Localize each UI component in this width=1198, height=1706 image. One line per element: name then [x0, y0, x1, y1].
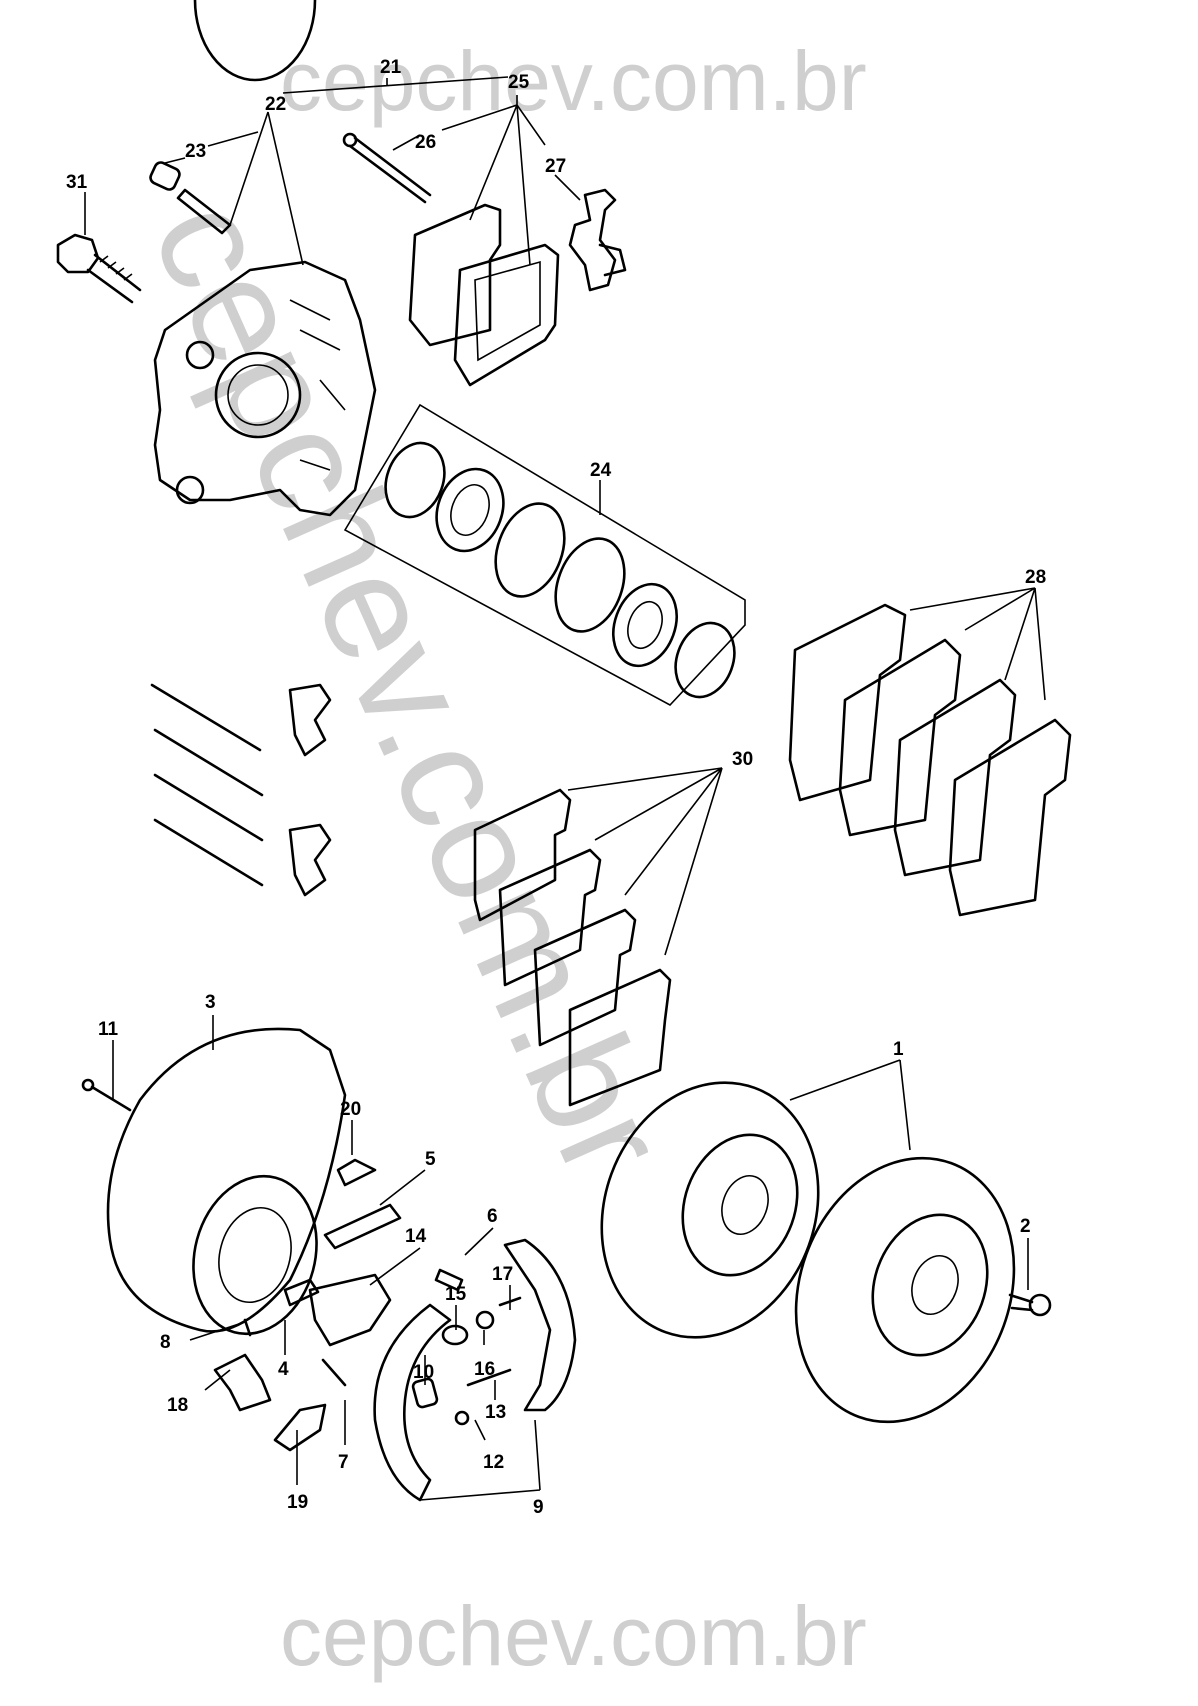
callout-21: 21 [380, 57, 402, 78]
bleeder-screw [176, 188, 232, 235]
cotter-pin [81, 1078, 132, 1112]
bleeder-cap [149, 161, 181, 191]
shim-set [473, 788, 672, 1107]
callout-16: 16 [474, 1359, 495, 1380]
backing-plate [106, 0, 347, 1336]
pin-and-spring-kit [150, 683, 332, 897]
parking-brake-shoe-right [503, 1238, 577, 1412]
callout-7: 7 [338, 1452, 349, 1473]
parking-brake-shoe-left [373, 1303, 452, 1502]
callout-23: 23 [185, 141, 206, 162]
callout-25: 25 [508, 72, 530, 93]
callout-2: 2 [1020, 1216, 1031, 1237]
watermark-top: cepchev.com.br [280, 34, 867, 128]
guide-pin [342, 132, 432, 204]
brake-pad-outer [408, 203, 502, 347]
callout-6: 6 [487, 1206, 498, 1227]
callouts: 21 22 25 23 26 27 31 24 28 30 3 11 1 20 … [66, 57, 1046, 1518]
brake-disc-rear [794, 1156, 1016, 1424]
brake-pad-inner [453, 243, 560, 387]
callout-24: 24 [590, 460, 612, 481]
callout-13: 13 [485, 1402, 506, 1423]
callout-3: 3 [205, 992, 216, 1013]
callout-5: 5 [425, 1149, 436, 1170]
small-hardware [213, 1158, 522, 1452]
pad-set [788, 603, 1072, 917]
watermark-bottom: cepchev.com.br [280, 1589, 867, 1683]
callout-31: 31 [66, 172, 88, 193]
caliper-bolt [56, 233, 142, 304]
callout-18: 18 [167, 1395, 188, 1416]
callout-17: 17 [492, 1264, 513, 1285]
caliper-body [153, 260, 377, 517]
callout-4: 4 [278, 1359, 289, 1380]
callout-1: 1 [893, 1039, 904, 1060]
watermark-diagonal: cepchev.com.br [121, 175, 701, 1200]
callout-19: 19 [287, 1492, 308, 1513]
callout-9: 9 [533, 1497, 544, 1518]
callout-14: 14 [405, 1226, 427, 1247]
callout-8: 8 [160, 1332, 171, 1353]
callout-28: 28 [1025, 567, 1046, 588]
callout-30: 30 [732, 749, 753, 770]
callout-11: 11 [98, 1019, 119, 1040]
seal-kit [343, 403, 746, 706]
disc-screw [1008, 1293, 1052, 1317]
callout-12: 12 [483, 1452, 504, 1473]
callout-22: 22 [265, 94, 286, 115]
callout-26: 26 [415, 132, 436, 153]
callout-20: 20 [340, 1099, 361, 1120]
callout-27: 27 [545, 156, 566, 177]
leader-lines [84, 76, 1046, 1501]
callout-10: 10 [413, 1362, 434, 1383]
anti-rattle-spring [568, 188, 627, 292]
spring-20 [336, 1158, 377, 1187]
callout-15: 15 [445, 1284, 467, 1305]
